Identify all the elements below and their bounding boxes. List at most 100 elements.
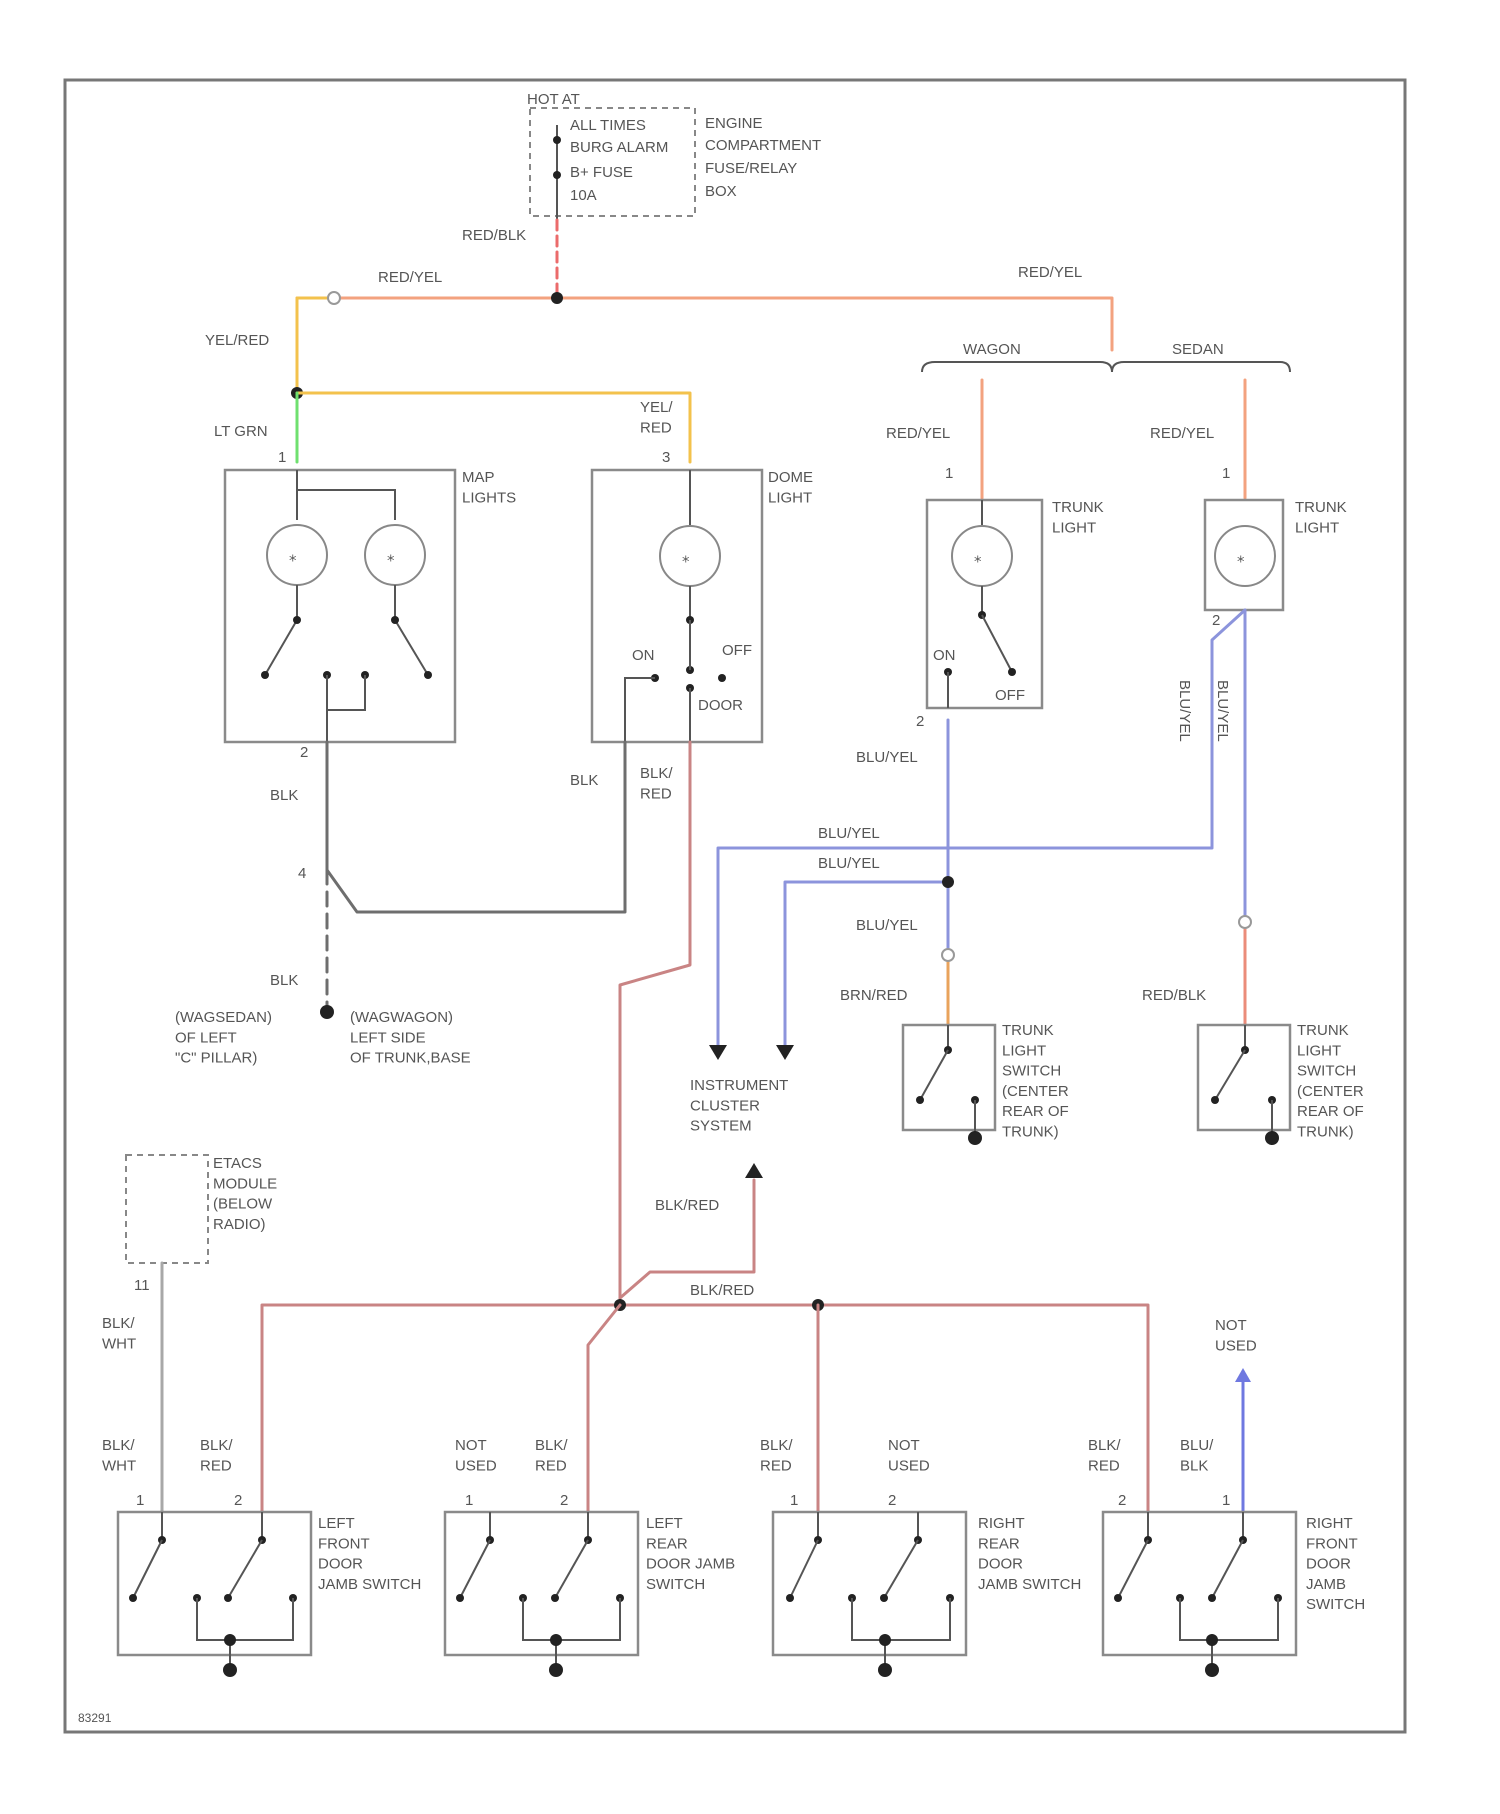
trunk-wagon-pin-1: 1 xyxy=(945,465,953,482)
ground-left-label: (WAGSEDAN)OF LEFT"C" PILLAR) xyxy=(175,1009,272,1067)
wire-yel-red xyxy=(297,298,334,393)
lr-pin-1: 1 xyxy=(465,1492,473,1509)
label-blu-yel-v1: BLU/YEL xyxy=(1176,680,1193,742)
trunk-switch-sedan-ground xyxy=(1265,1131,1279,1145)
ground-right-label: (WAGWAGON)LEFT SIDEOF TRUNK,BASE xyxy=(350,1009,471,1067)
svg-text:⁎: ⁎ xyxy=(387,548,395,565)
dome-door-label: DOOR xyxy=(698,697,743,714)
label-blk-wht: BLK/WHT xyxy=(102,1315,136,1352)
lf-blk-wht-label: BLK/WHT xyxy=(102,1437,136,1474)
rr-blk-red-label: BLK/RED xyxy=(760,1437,793,1474)
lr-not-used-label: NOTUSED xyxy=(455,1437,497,1474)
cluster-arrow-1 xyxy=(709,1045,727,1060)
fuse-node-2 xyxy=(553,171,561,179)
rf-blu-blk-label: BLU/BLK xyxy=(1180,1437,1214,1474)
dome-off-label: OFF xyxy=(722,642,752,659)
instrument-cluster: INSTRUMENTCLUSTERSYSTEM BLK/RED xyxy=(620,1045,794,1298)
fuse-all-times: ALL TIMES xyxy=(570,117,646,134)
connector-top-left xyxy=(328,292,340,304)
cluster-arrow-2 xyxy=(776,1045,794,1060)
label-blu-yel-2: BLU/YEL xyxy=(818,825,880,842)
dome-on-label: ON xyxy=(632,647,655,664)
label-red-yel-wagon: RED/YEL xyxy=(886,425,950,442)
label-blu-yel-1: BLU/YEL xyxy=(856,749,918,766)
trunk-switch-wagon-label: TRUNKLIGHTSWITCH(CENTERREAR OFTRUNK) xyxy=(1002,1022,1069,1140)
fuse-burg-alarm: BURG ALARM xyxy=(570,139,668,156)
rf-pin-2: 2 xyxy=(1118,1492,1126,1509)
label-red-yel-right: RED/YEL xyxy=(1018,264,1082,281)
figure-id: 83291 xyxy=(78,1711,112,1725)
label-red-blk-top: RED/BLK xyxy=(462,227,526,244)
wire-blk-red-main xyxy=(620,742,690,1298)
cluster-arrow-3 xyxy=(745,1163,763,1178)
svg-text:⁎: ⁎ xyxy=(682,549,690,566)
rf-ground xyxy=(1205,1663,1219,1677)
wire-blk-red-bus xyxy=(262,1305,1148,1512)
dome-bulb xyxy=(660,526,720,586)
fuse-hot-at: HOT AT xyxy=(527,91,580,108)
label-sedan: SEDAN xyxy=(1172,341,1224,358)
fuse-amps: 10A xyxy=(570,187,597,204)
rr-pin-1: 1 xyxy=(790,1492,798,1509)
wire-yel-red-dome xyxy=(297,393,690,462)
map-bulb-right xyxy=(365,525,425,585)
map-pin-2: 2 xyxy=(300,744,308,761)
lf-blk-red-label: BLK/RED xyxy=(200,1437,233,1474)
blu-yel-wiring: BLU/YEL BLU/YEL BLU/YEL BLU/YEL BLU/YEL … xyxy=(718,610,1251,1045)
rf-pin-1: 1 xyxy=(1222,1492,1230,1509)
lr-pin-2: 2 xyxy=(560,1492,568,1509)
label-brn-red: BRN/RED xyxy=(840,987,908,1004)
label-blu-yel-3: BLU/YEL xyxy=(818,855,880,872)
dome-light: DOMELIGHT 3 ⁎ ON OFF DOOR xyxy=(592,449,813,742)
label-blu-yel-v2: BLU/YEL xyxy=(1214,680,1231,742)
svg-text:⁎: ⁎ xyxy=(1237,549,1245,566)
rf-blk-red-label: BLK/RED xyxy=(1088,1437,1121,1474)
dome-pin-3: 3 xyxy=(662,449,670,466)
trunk-sedan-pin-1: 1 xyxy=(1222,465,1230,482)
wire-blk-map xyxy=(327,742,625,912)
label-blk-red-cluster: BLK/RED xyxy=(655,1197,719,1214)
label-lt-grn: LT GRN xyxy=(214,423,268,440)
rr-ground xyxy=(878,1663,892,1677)
fuse-label: B+ FUSE xyxy=(570,164,633,181)
ground-pin-4: 4 xyxy=(298,865,306,882)
wire-blk-red-lr xyxy=(588,1305,620,1512)
label-yel-red-dome: YEL/RED xyxy=(640,399,673,436)
trunk-wagon-off-label: OFF xyxy=(995,687,1025,704)
ground-point xyxy=(320,1005,334,1019)
splice-blu-yel xyxy=(942,876,954,888)
fuse-location-4: BOX xyxy=(705,183,737,200)
trunk-wagon-pin-2: 2 xyxy=(916,713,924,730)
trunk-wagon-on-label: ON xyxy=(933,647,956,664)
label-red-blk-sedan: RED/BLK xyxy=(1142,987,1206,1004)
label-blu-yel-4: BLU/YEL xyxy=(856,917,918,934)
lf-ground xyxy=(223,1663,237,1677)
lr-ground xyxy=(549,1663,563,1677)
trunk-switch-wagon-ground xyxy=(968,1131,982,1145)
label-blk-red-dome: BLK/RED xyxy=(640,765,673,802)
splice-top xyxy=(551,292,563,304)
map-dome-lower-wires: BLK BLK BLK/RED 4 BLK (WAGSEDAN)OF LEFT"… xyxy=(175,742,690,1298)
svg-text:⁎: ⁎ xyxy=(974,549,982,566)
map-bulb-left xyxy=(267,525,327,585)
fuse-location-1: ENGINE xyxy=(705,115,763,132)
fuse-location-3: FUSE/RELAY xyxy=(705,160,797,177)
trunk-sedan-pin-2: 2 xyxy=(1212,612,1220,629)
